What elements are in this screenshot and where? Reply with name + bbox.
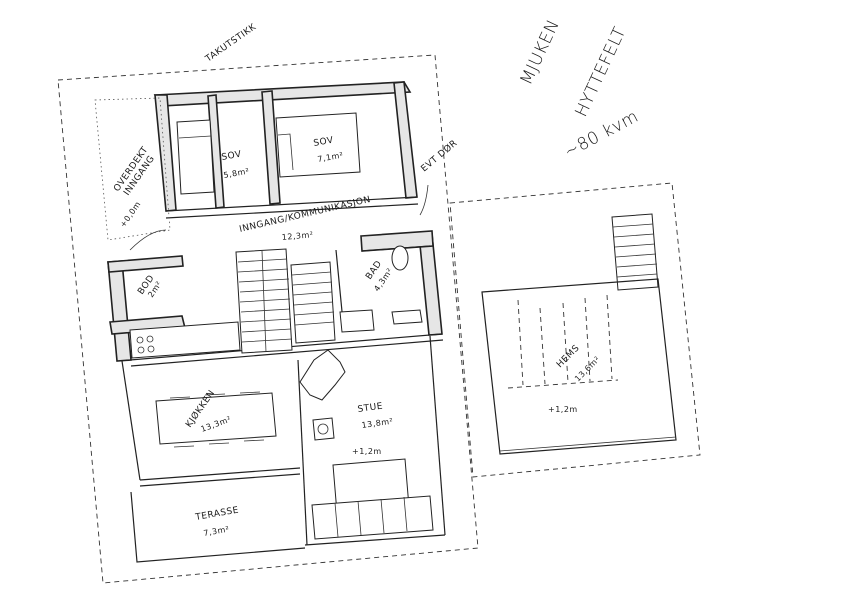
room-name-sov-1: SOV [221, 150, 243, 163]
room-name-inngang: INNGANG/KOMMUNIKASJON [238, 195, 371, 235]
loft-walls [481, 278, 677, 455]
bathroom-fixtures [339, 245, 423, 333]
title-line-1: MJUKEN [516, 16, 564, 88]
kitchen-counter [129, 321, 277, 448]
room-name-sov-2: SOV [313, 136, 335, 149]
room-area-sov-2: 7,1m² [317, 151, 344, 164]
stue-level: +1,2m [352, 447, 382, 456]
room-name-terasse: TERASSE [194, 505, 240, 523]
covered-entry-area [94, 97, 171, 241]
door-pointer [419, 184, 429, 216]
room-name-hems: HEMS [555, 343, 582, 370]
room-area-hems: 13,6m² [573, 355, 602, 384]
room-area-inngang: 12,3m² [281, 230, 313, 242]
roof-outline [57, 54, 479, 584]
room-area-terasse: 7,3m² [203, 525, 230, 538]
living-furniture [299, 349, 434, 540]
door-label: EVT DØR [419, 138, 460, 175]
entry-door-arc [129, 229, 167, 251]
room-area-sov-1: 5,8m² [223, 167, 250, 180]
stairs-loft [611, 213, 659, 291]
beds [176, 112, 361, 195]
room-name-stue: STUE [357, 402, 384, 415]
title-line-2: HYTTEFELT [571, 24, 630, 120]
loft-outline [449, 182, 701, 478]
entry-level: +0,0m [118, 200, 142, 230]
hems-level: +1,2m [548, 405, 578, 414]
room-area-stue: 13,8m² [361, 417, 394, 430]
title-area: ~80 kvm [561, 107, 642, 163]
roof-label: TAKUTSTIKK [203, 22, 259, 65]
stairs-main [235, 248, 336, 354]
interior-lines [121, 196, 446, 563]
